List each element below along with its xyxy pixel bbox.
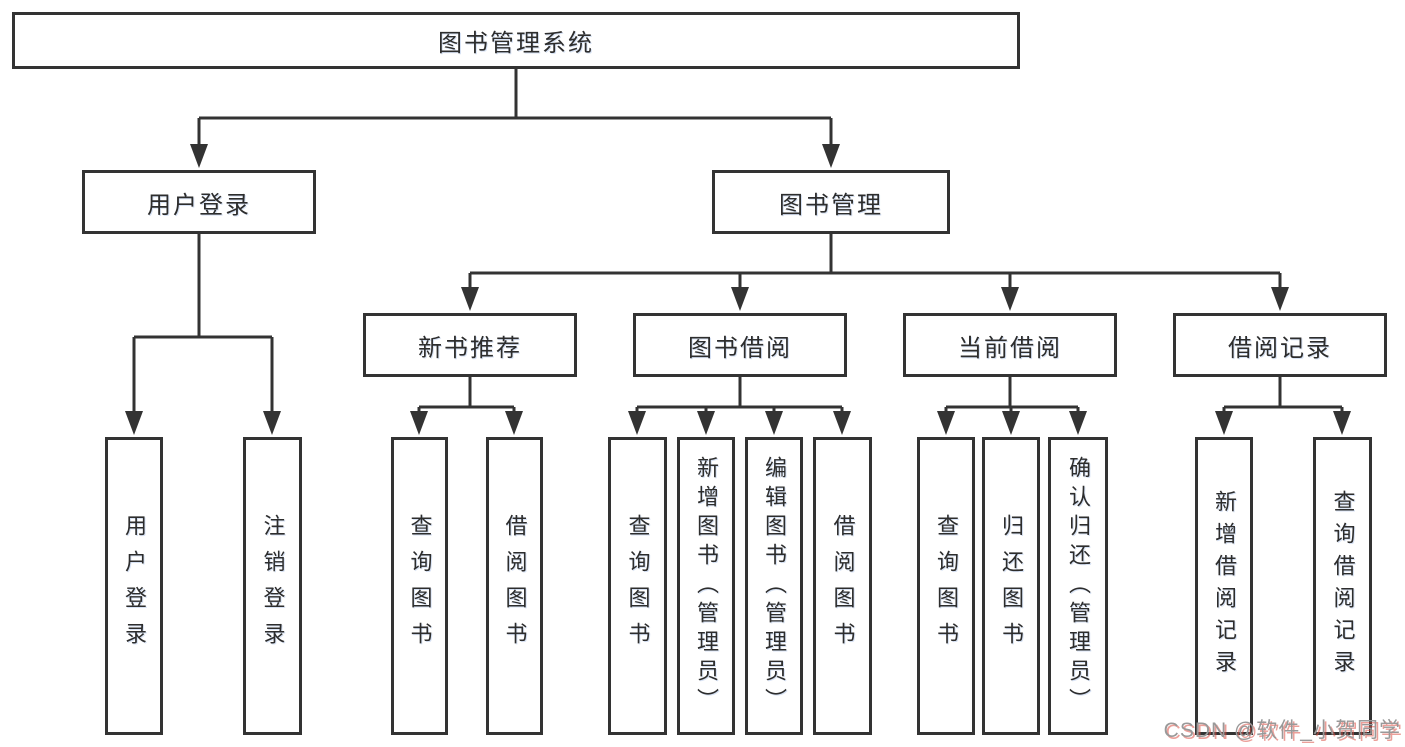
leaf-label: 查询图书 bbox=[934, 514, 959, 658]
node-label: 图书管理 bbox=[779, 191, 883, 219]
leaf-label: 查询图书 bbox=[625, 514, 651, 658]
leaf-label: 确认归还（管理员） bbox=[1066, 455, 1091, 717]
csdn-watermark: CSDN @软件_小贺同学 bbox=[1163, 719, 1401, 742]
leaf-label: 新增借阅记录 bbox=[1212, 490, 1237, 682]
leaf-label: 归还图书 bbox=[999, 514, 1024, 658]
leaf-confirm-return-admin: 确认归还（管理员） bbox=[1048, 437, 1108, 735]
node-book-management: 图书管理 bbox=[712, 170, 950, 234]
leaf-query-borrow-record: 查询借阅记录 bbox=[1313, 437, 1372, 735]
leaf-label: 借阅图书 bbox=[502, 514, 528, 658]
leaf-label: 借阅图书 bbox=[830, 514, 856, 658]
node-borrow-records: 借阅记录 bbox=[1173, 313, 1387, 377]
leaf-add-borrow-record: 新增借阅记录 bbox=[1195, 437, 1253, 735]
leaf-query-books: 查询图书 bbox=[608, 437, 667, 735]
arrowheads bbox=[125, 144, 1351, 435]
leaf-label: 查询借阅记录 bbox=[1330, 490, 1356, 682]
node-label: 用户登录 bbox=[147, 191, 251, 219]
leaf-label: 查询图书 bbox=[407, 514, 433, 658]
leaf-label: 新增图书（管理员） bbox=[694, 455, 719, 717]
node-book-borrow: 图书借阅 bbox=[633, 313, 847, 377]
node-label: 图书管理系统 bbox=[438, 30, 594, 57]
leaf-label: 用户登录 bbox=[122, 514, 147, 658]
node-current-borrow: 当前借阅 bbox=[903, 313, 1117, 377]
leaf-return-books: 归还图书 bbox=[982, 437, 1040, 735]
leaf-add-books-admin: 新增图书（管理员） bbox=[677, 437, 735, 735]
node-label: 借阅记录 bbox=[1228, 334, 1332, 362]
leaf-borrow-books: 借阅图书 bbox=[813, 437, 872, 735]
leaf-logout: 注销登录 bbox=[243, 437, 302, 735]
leaf-query-books: 查询图书 bbox=[391, 437, 448, 735]
node-library-management-system: 图书管理系统 bbox=[12, 12, 1020, 69]
leaf-label: 注销登录 bbox=[260, 514, 286, 658]
node-new-book-recommend: 新书推荐 bbox=[363, 313, 577, 377]
leaf-edit-books-admin: 编辑图书（管理员） bbox=[745, 437, 803, 735]
leaf-label: 编辑图书（管理员） bbox=[762, 455, 787, 717]
leaf-borrow-books: 借阅图书 bbox=[486, 437, 543, 735]
leaf-query-books: 查询图书 bbox=[917, 437, 975, 735]
leaf-user-login: 用户登录 bbox=[105, 437, 163, 735]
node-label: 当前借阅 bbox=[958, 334, 1062, 362]
node-user-login: 用户登录 bbox=[82, 170, 316, 234]
node-label: 新书推荐 bbox=[418, 334, 522, 362]
node-label: 图书借阅 bbox=[688, 334, 792, 362]
